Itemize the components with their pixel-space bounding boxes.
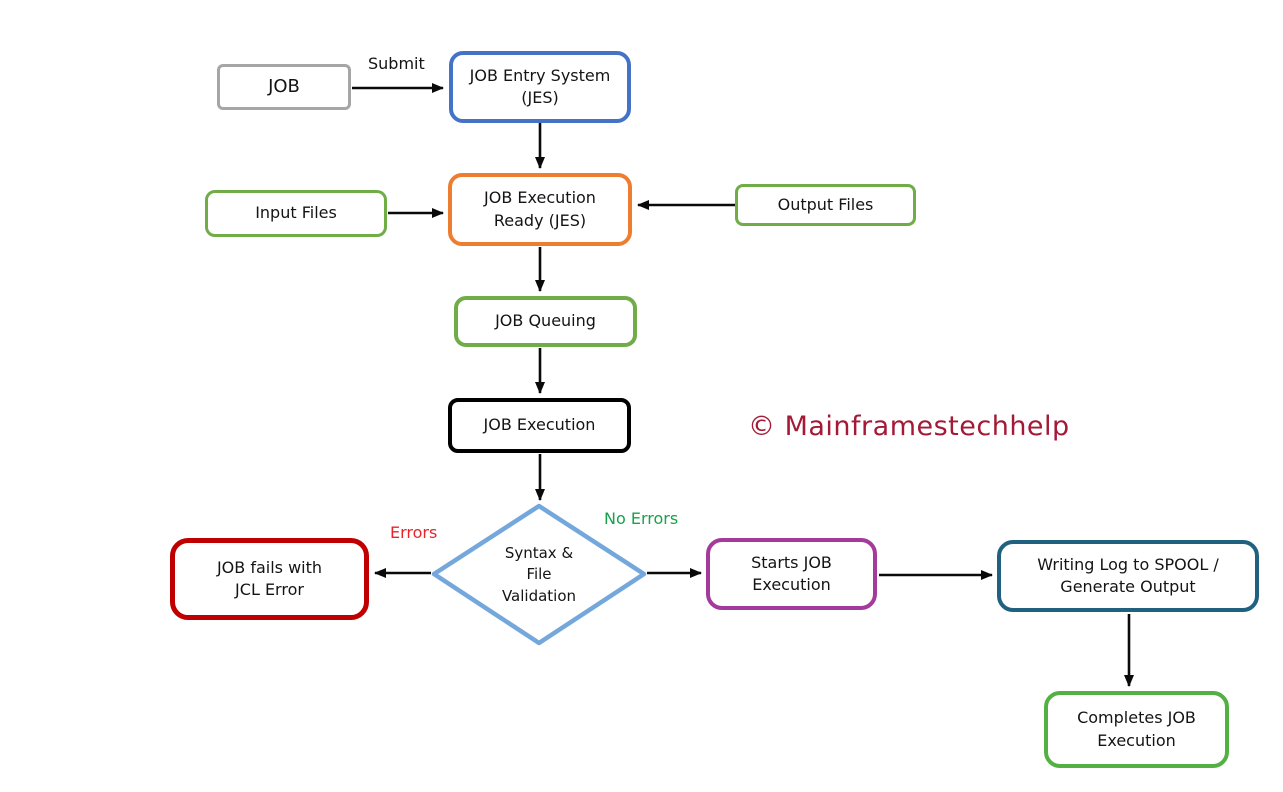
node-completes-execution-label: Completes JOB Execution — [1077, 708, 1196, 750]
node-job-queuing: JOB Queuing — [454, 296, 637, 347]
node-writing-log-label: Writing Log to SPOOL / Generate Output — [1037, 554, 1219, 596]
node-job: JOB — [217, 64, 351, 110]
node-output-files: Output Files — [735, 184, 916, 226]
node-jes-label: JOB Entry System (JES) — [469, 65, 611, 107]
edge-label-submit: Submit — [368, 54, 425, 73]
node-jes: JOB Entry System (JES) — [449, 51, 631, 123]
copyright-watermark: © Mainframestechhelp — [748, 411, 1070, 442]
node-job-fails-label: JOB fails with JCL Error — [216, 557, 323, 599]
node-input-files-label: Input Files — [255, 203, 337, 223]
node-execution-ready-label: JOB Execution Ready (JES) — [484, 188, 596, 230]
node-execution-ready: JOB Execution Ready (JES) — [448, 173, 632, 246]
node-job-execution: JOB Execution — [448, 398, 631, 453]
node-output-files-label: Output Files — [777, 194, 874, 214]
node-starts-execution-label: Starts JOB Execution — [751, 552, 832, 594]
node-writing-log: Writing Log to SPOOL / Generate Output — [997, 540, 1259, 612]
node-input-files: Input Files — [205, 190, 387, 237]
node-job-execution-label: JOB Execution — [483, 415, 596, 435]
node-job-queuing-label: JOB Queuing — [495, 311, 596, 331]
node-job-label: JOB — [268, 76, 300, 98]
node-completes-execution: Completes JOB Execution — [1044, 691, 1229, 768]
edge-label-no-errors: No Errors — [604, 509, 679, 528]
edge-label-errors: Errors — [390, 523, 438, 542]
node-starts-execution: Starts JOB Execution — [706, 538, 877, 610]
decision-diamond — [431, 503, 647, 646]
node-validation-label: Syntax & File Validation — [501, 544, 577, 605]
node-job-fails: JOB fails with JCL Error — [170, 538, 369, 620]
